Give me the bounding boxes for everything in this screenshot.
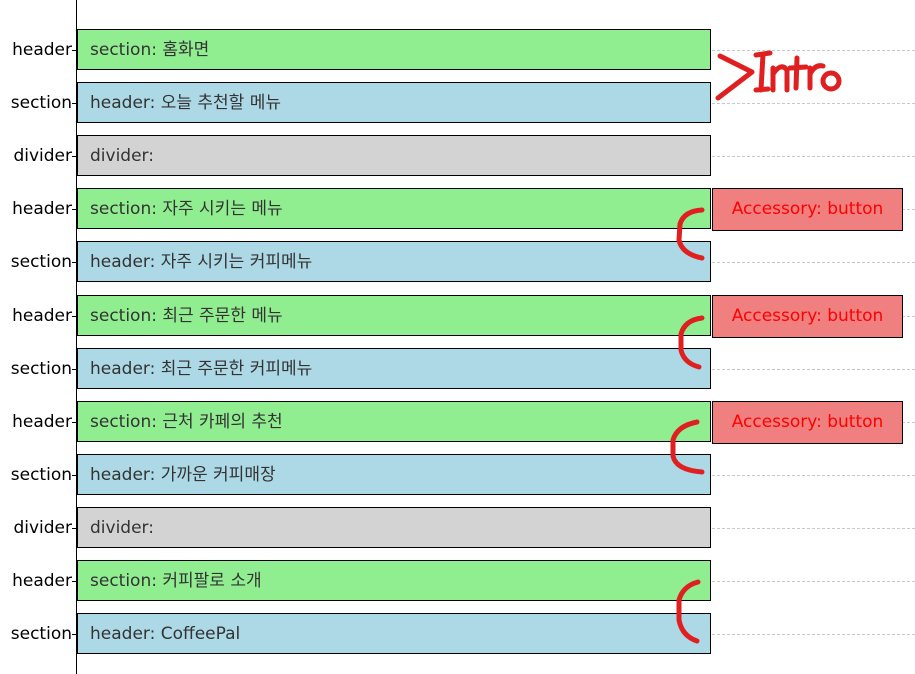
gridline [712,369,915,370]
row-type-label: section [10,252,72,272]
y-axis-line [76,0,77,674]
divider-bar: divider: [77,507,711,548]
axis-tick [72,528,76,529]
gridline [712,528,915,529]
row-type-label: header [12,199,72,219]
row-type-label: section [10,93,72,113]
axis-tick [72,209,76,210]
gridline [712,475,915,476]
divider-bar: divider: [77,135,711,176]
row-type-label: divider [13,518,72,538]
axis-tick [72,156,76,157]
header-bar: section: 최근 주문한 메뉴 [77,295,711,336]
section-bar: header: 오늘 추천할 메뉴 [77,82,711,123]
accessory-button-box: Accessory: button [712,401,903,444]
section-bar: header: 최근 주문한 커피메뉴 [77,348,711,389]
axis-tick [72,50,76,51]
row-type-label: divider [13,146,72,166]
axis-tick [72,634,76,635]
row-type-label: header [12,40,72,60]
gridline [712,581,915,582]
header-bar: section: 자주 시키는 메뉴 [77,188,711,229]
axis-tick [72,581,76,582]
axis-tick [72,475,76,476]
gridline [712,262,915,263]
axis-tick [72,369,76,370]
header-bar: section: 홈화면 [77,29,711,70]
section-bar: header: 가까운 커피매장 [77,454,711,495]
axis-tick [72,262,76,263]
gridline [712,103,915,104]
header-bar: section: 근처 카페의 추천 [77,401,711,442]
section-bar: header: 자주 시키는 커피메뉴 [77,241,711,282]
row-type-label: header [12,571,72,591]
accessory-button-box: Accessory: button [712,188,903,231]
gridline [712,50,915,51]
axis-tick [72,422,76,423]
section-bar: header: CoffeePal [77,613,711,654]
accessory-button-box: Accessory: button [712,295,903,338]
row-type-label: header [12,412,72,432]
row-type-label: section [10,624,72,644]
header-bar: section: 커피팔로 소개 [77,560,711,601]
gridline [712,634,915,635]
gridline [712,156,915,157]
axis-tick [72,103,76,104]
row-type-label: header [12,306,72,326]
row-type-label: section [10,359,72,379]
row-type-label: section [10,465,72,485]
axis-tick [72,316,76,317]
